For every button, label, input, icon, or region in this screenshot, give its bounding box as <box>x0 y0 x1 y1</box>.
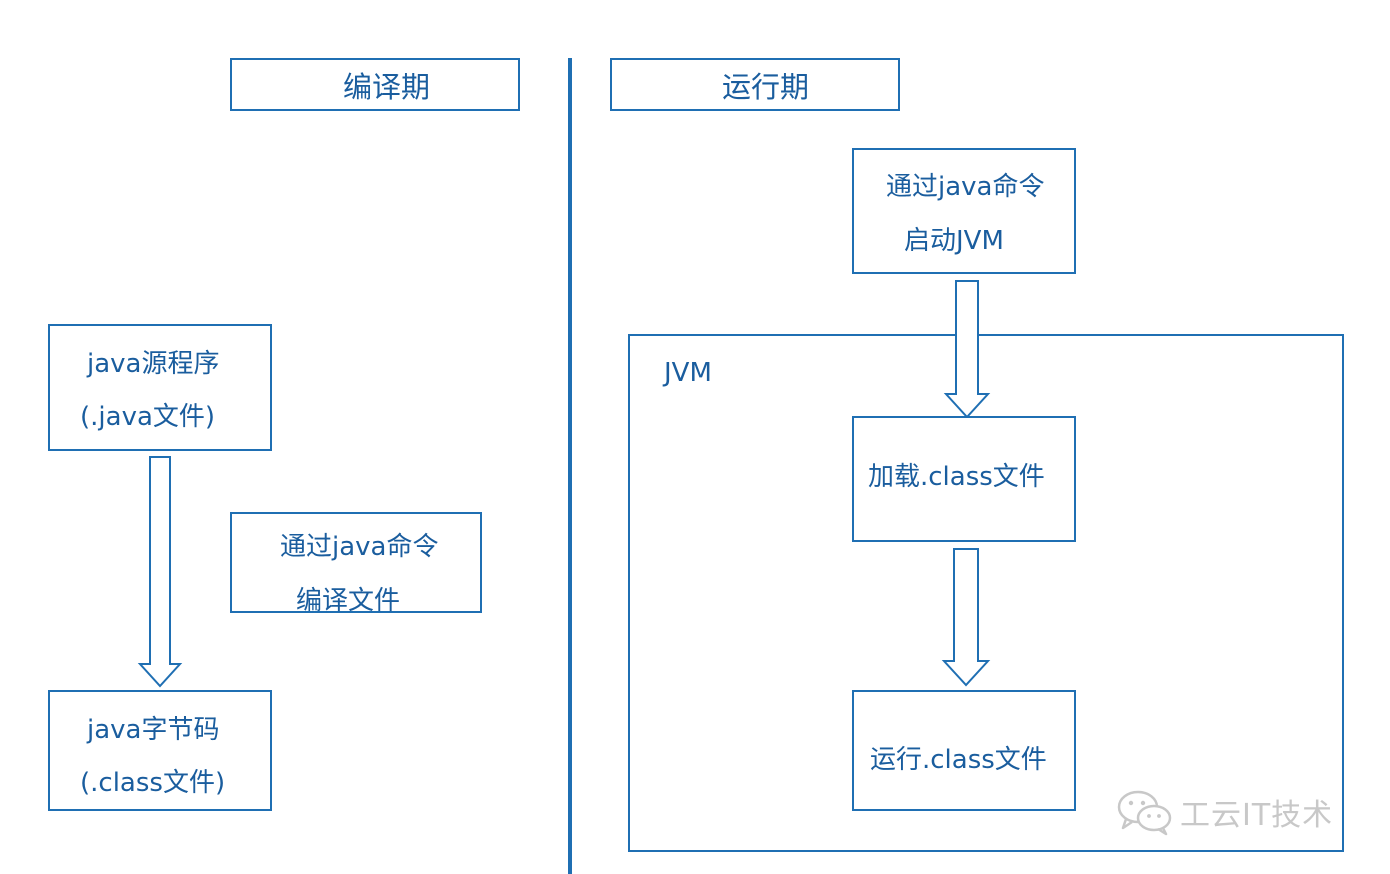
compile-phase-header <box>230 58 520 111</box>
run-class-label: 运行.class文件 <box>870 745 1047 775</box>
java-source-label: java源程序 <box>87 349 220 379</box>
start-jvm-sublabel: 启动JVM <box>904 226 1004 256</box>
javac-command-box <box>230 512 482 613</box>
compile-phase-title: 编译期 <box>343 70 431 104</box>
load-to-run-arrow <box>941 548 991 687</box>
java-bytecode-box <box>48 690 272 811</box>
watermark-text: 工云IT技术 <box>1180 798 1334 833</box>
java-source-box <box>48 324 272 451</box>
javac-command-label: 通过java命令 <box>280 532 439 562</box>
start-jvm-box <box>852 148 1076 274</box>
jvm-label: JVM <box>664 358 712 388</box>
compile-down-arrow <box>137 456 183 688</box>
load-class-label: 加载.class文件 <box>868 462 1045 492</box>
runtime-phase-title: 运行期 <box>722 70 810 104</box>
runtime-phase-header <box>610 58 900 111</box>
run-class-box <box>852 690 1076 811</box>
javac-command-sublabel: 编译文件 <box>296 586 401 616</box>
phase-divider <box>568 58 572 874</box>
java-source-sublabel: (.java文件) <box>80 402 216 432</box>
wechat-icon <box>1117 790 1172 836</box>
java-bytecode-label: java字节码 <box>87 715 220 745</box>
start-to-load-arrow <box>943 280 991 419</box>
java-bytecode-sublabel: (.class文件) <box>80 768 226 798</box>
load-class-box <box>852 416 1076 542</box>
start-jvm-label: 通过java命令 <box>886 172 1045 202</box>
